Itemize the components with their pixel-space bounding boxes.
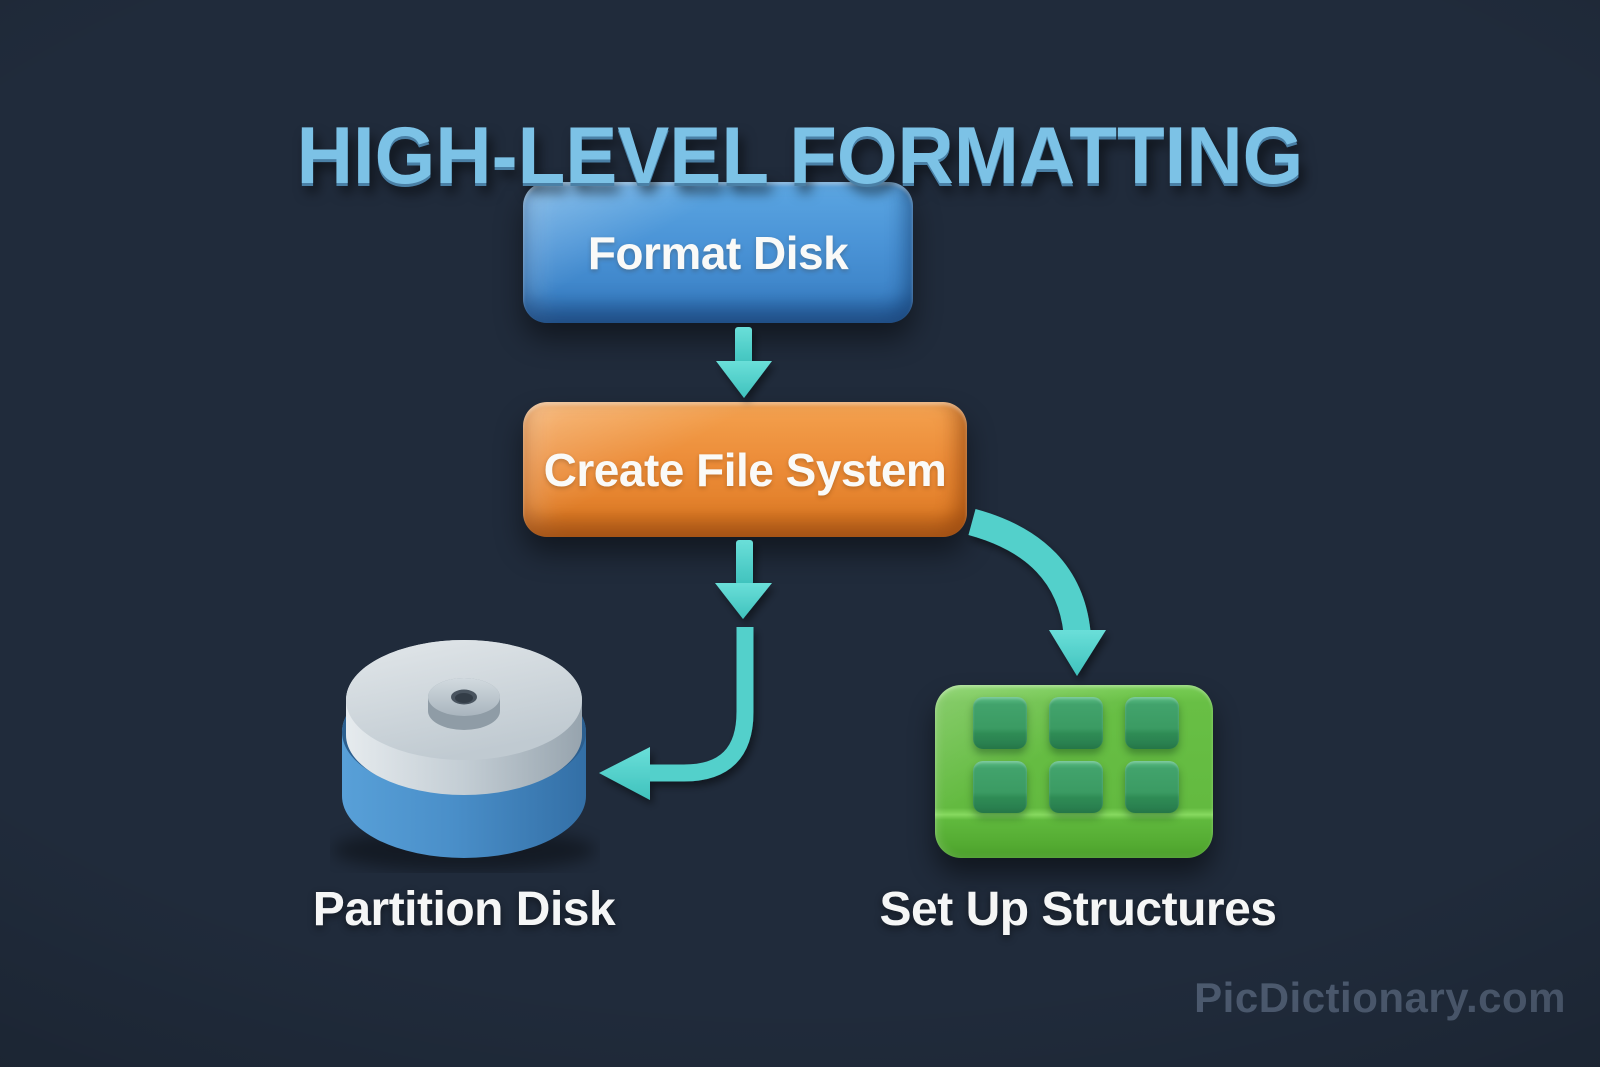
page-title: HIGH-LEVEL FORMATTING: [296, 109, 1304, 201]
node-format-disk: Format Disk: [523, 182, 913, 323]
arrow-to-structures-icon: [968, 508, 1106, 676]
block-cell: [973, 697, 1027, 749]
block-cell: [1125, 761, 1179, 813]
block-cell: [1049, 761, 1103, 813]
block-grid-cells: [973, 697, 1179, 813]
arrow-to-partition-disk-icon: [599, 627, 754, 800]
node-create-file-system: Create File System: [523, 402, 967, 537]
block-cell: [1125, 697, 1179, 749]
node-format-disk-label: Format Disk: [587, 226, 849, 279]
watermark-text: PicDictionary.com: [1194, 974, 1566, 1021]
partition-disk-label: Partition Disk: [312, 883, 616, 936]
block-cell: [973, 761, 1027, 813]
block-cell: [1049, 697, 1103, 749]
node-create-file-system-label: Create File System: [543, 443, 947, 496]
block-grid-icon: [935, 685, 1213, 858]
hard-disk-icon: [332, 640, 596, 871]
arrow-format-to-filesystem-icon: [716, 327, 772, 398]
set-up-structures-label: Set Up Structures: [879, 883, 1277, 936]
arrow-filesystem-down-icon: [715, 540, 772, 619]
